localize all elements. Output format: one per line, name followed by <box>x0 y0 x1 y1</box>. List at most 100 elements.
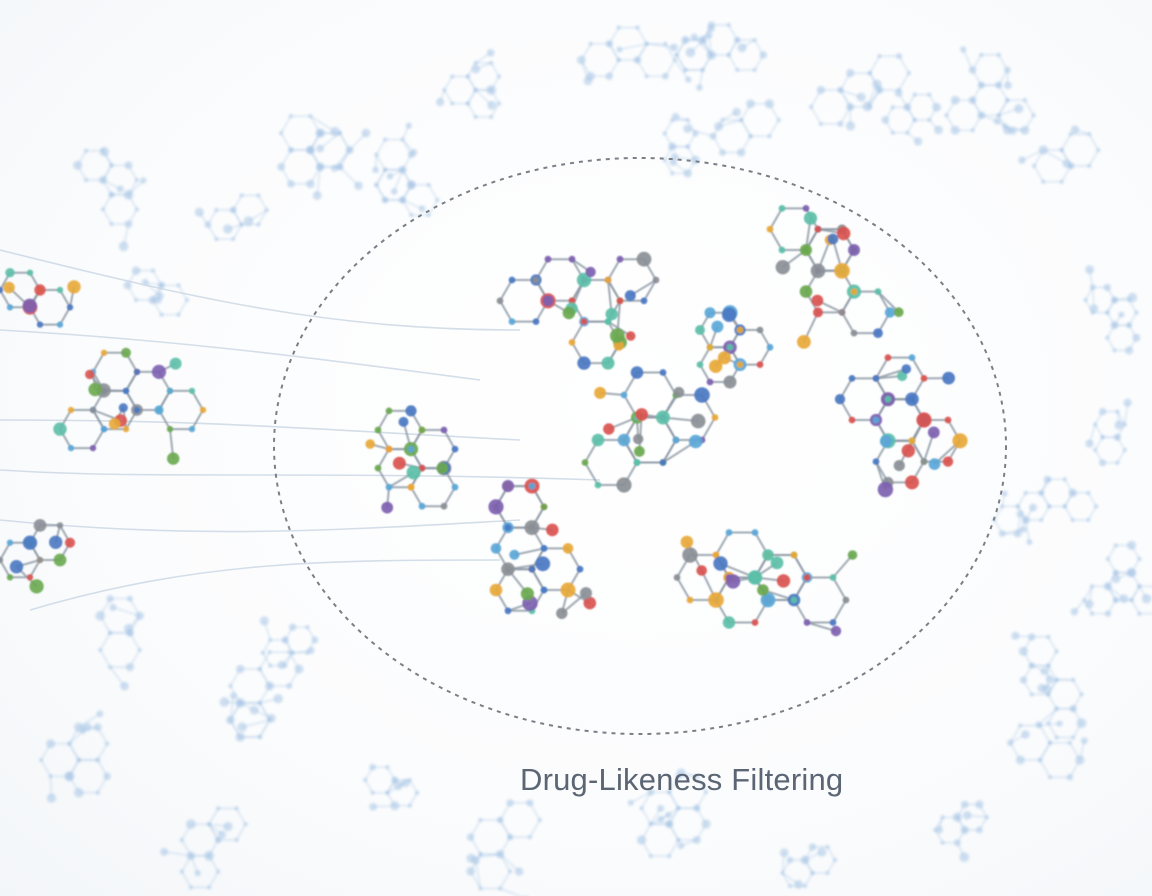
flow-line <box>0 419 521 441</box>
atom <box>330 126 341 137</box>
molecule-ring <box>99 598 141 634</box>
atom <box>228 717 233 723</box>
atom <box>426 182 431 188</box>
atom <box>166 387 174 395</box>
atom <box>577 356 591 370</box>
atom <box>694 387 710 403</box>
molecule-icon <box>0 268 81 328</box>
atom <box>576 55 586 65</box>
atom <box>1085 439 1094 448</box>
atom <box>1043 475 1052 484</box>
atom <box>722 616 736 629</box>
atom <box>312 191 322 200</box>
atom <box>239 193 244 198</box>
atom <box>692 836 701 844</box>
atom <box>288 113 294 119</box>
atom <box>659 369 667 376</box>
atom <box>228 683 233 689</box>
atom <box>1004 81 1012 90</box>
atom <box>243 822 248 827</box>
atom <box>872 458 880 465</box>
atom <box>134 207 140 212</box>
atom <box>546 523 559 537</box>
atom <box>610 328 625 344</box>
atom <box>624 290 636 302</box>
atom <box>932 102 942 112</box>
atom <box>504 524 512 531</box>
atom <box>176 312 181 317</box>
atom <box>1084 599 1094 609</box>
atom <box>95 610 106 621</box>
molecule-icon <box>779 843 838 889</box>
atom <box>83 148 89 153</box>
atom <box>214 236 219 242</box>
atom <box>1041 179 1046 184</box>
atom <box>1045 675 1054 683</box>
atom <box>116 185 124 193</box>
atom <box>633 56 642 64</box>
molecule-ring <box>280 115 321 151</box>
atom <box>725 574 741 589</box>
atom <box>1104 610 1112 617</box>
atom <box>85 369 95 380</box>
atom <box>400 137 405 142</box>
atom <box>1039 517 1044 523</box>
atom <box>473 87 478 93</box>
atom <box>780 870 785 876</box>
atom <box>489 114 494 120</box>
atom <box>709 132 717 140</box>
atom <box>1070 490 1075 496</box>
atom <box>6 304 14 311</box>
atom <box>216 869 221 874</box>
atom <box>409 212 414 218</box>
atom <box>407 803 412 808</box>
atom <box>585 266 596 278</box>
atom <box>1054 706 1059 711</box>
atom <box>0 556 4 564</box>
molecule-ring <box>364 766 396 794</box>
atom <box>1112 348 1117 353</box>
atom <box>633 433 644 445</box>
atom <box>109 192 114 197</box>
atom <box>266 713 276 723</box>
atom <box>401 778 410 788</box>
atom <box>1018 723 1023 728</box>
atom <box>100 425 108 433</box>
atom <box>872 375 880 382</box>
atom <box>686 596 694 604</box>
atom <box>1114 420 1124 430</box>
atom <box>906 70 912 76</box>
atom <box>677 842 685 850</box>
atom <box>154 405 164 415</box>
atom <box>134 177 140 183</box>
atom <box>6 574 14 581</box>
molecule-icon <box>73 146 147 252</box>
atom <box>605 72 614 81</box>
atom <box>635 408 649 421</box>
atom <box>473 114 478 120</box>
molecule-icon <box>194 193 269 242</box>
atom <box>1018 646 1029 656</box>
atom <box>478 852 483 857</box>
atom <box>151 364 167 379</box>
atom <box>594 386 607 399</box>
atom <box>735 67 740 73</box>
atom <box>1029 503 1037 512</box>
atom <box>489 583 503 597</box>
atom <box>908 395 916 403</box>
atom <box>283 637 288 643</box>
atom <box>662 131 667 136</box>
molecule-ring <box>622 416 678 464</box>
atom <box>1094 504 1099 509</box>
flow-line <box>29 559 501 611</box>
molecule-icon <box>662 112 700 178</box>
atom <box>540 586 548 594</box>
atom <box>406 465 421 480</box>
atom <box>374 182 379 188</box>
atom <box>450 101 455 106</box>
atom <box>1119 594 1129 604</box>
atom <box>633 459 641 466</box>
atom <box>779 848 789 858</box>
atom <box>451 483 459 491</box>
atom <box>977 111 986 120</box>
